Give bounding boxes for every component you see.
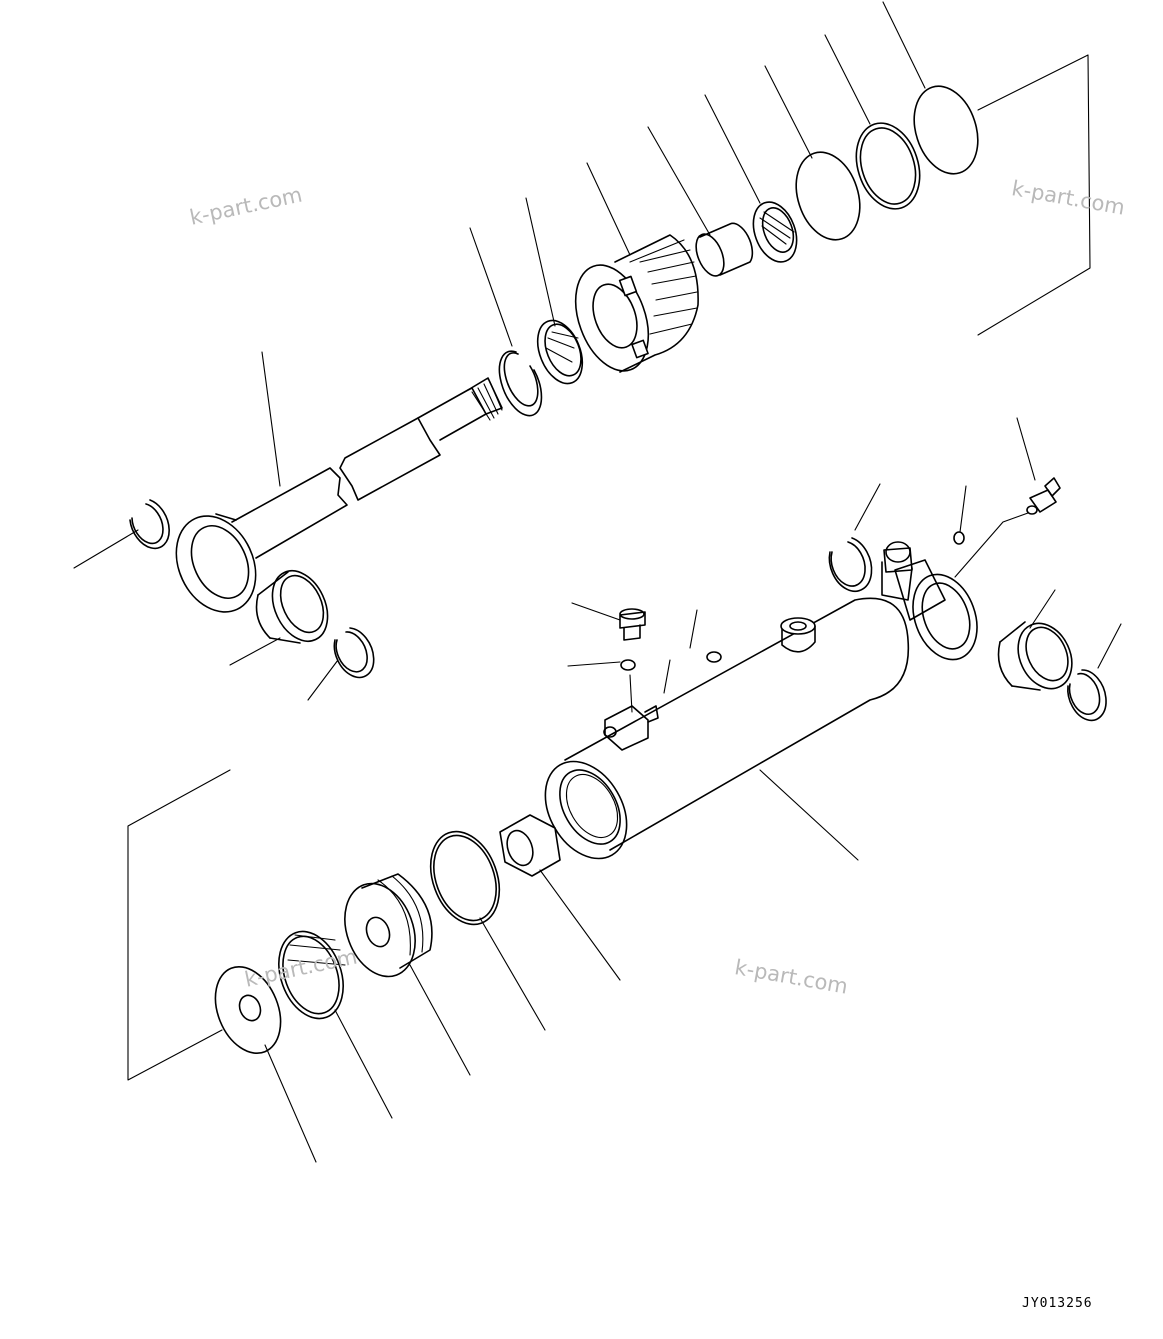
- piston-o-ring: [429, 830, 501, 926]
- leader-lines: [73, 1, 1122, 1163]
- pipe-elbow-top: [881, 541, 913, 601]
- pipe-adapter: [603, 705, 659, 751]
- oring-tiny-right: [706, 651, 722, 663]
- tube-bushing-right: [997, 621, 1073, 691]
- o-ring-large: [795, 151, 861, 241]
- piston-wear-ring: [278, 930, 346, 1020]
- seal-ring-far-right: [913, 85, 979, 175]
- retaining-ring-tube-top: [828, 537, 873, 593]
- lower-bracket-frame: [127, 769, 231, 1081]
- bushing-small: [695, 222, 754, 277]
- upper-bracket-frame: [977, 54, 1091, 336]
- washer-plate: [214, 965, 282, 1055]
- piston-nut: [499, 814, 561, 877]
- retaining-ring-left: [129, 499, 170, 550]
- retaining-ring-tube-right: [1067, 669, 1107, 722]
- oring-tiny-left: [620, 659, 636, 671]
- grease-fitting: [1026, 477, 1061, 515]
- piston-rod: [175, 377, 503, 613]
- rod-seal: [752, 201, 798, 263]
- retaining-ring-middle: [333, 627, 375, 679]
- tube-end-eye: [894, 559, 978, 661]
- snap-ring-upper: [498, 350, 543, 417]
- rod-bushing: [255, 570, 329, 644]
- cylinder-tube: [544, 597, 910, 860]
- oring-small-top-right: [953, 531, 965, 545]
- wear-ring: [536, 319, 584, 385]
- backup-ring-upper: [855, 122, 921, 210]
- plug-bolt: [619, 608, 646, 641]
- cylinder-head: [574, 234, 699, 373]
- tube-boss-port: [780, 617, 816, 653]
- piston: [344, 873, 433, 978]
- drawing-code-label: JY013256: [1022, 1296, 1093, 1311]
